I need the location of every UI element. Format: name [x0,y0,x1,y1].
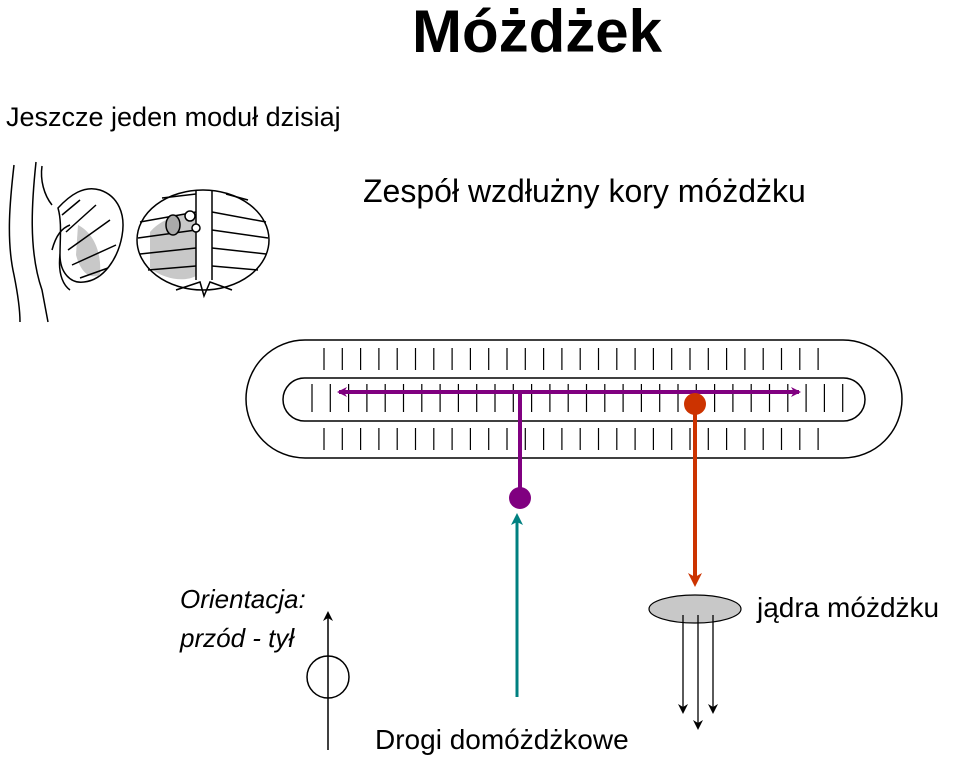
cerebellar-nuclei-label: jądra móżdżku [757,592,940,623]
diagram-heading: Zespół wzdłużny kory móżdżku [363,173,806,209]
cerebellum-sagittal-illustration [8,161,124,323]
orientation-circle [306,655,350,699]
cortex-inner-outline [282,377,866,422]
cortex-zone [245,339,903,459]
orientation-label: Orientacja: [180,584,306,614]
orientation-direction-label: przód - tył [180,623,295,653]
purple-neuron-body [509,487,531,509]
page-title: Móżdżek [412,0,663,65]
cerebellum-dorsal-illustration [136,189,270,299]
cerebellar-nuclei-ellipse [648,594,742,624]
purkinje-cell-ticks [311,348,844,450]
afferent-pathways-label: Drogi domóżdżkowe [375,724,629,755]
subtitle: Jeszcze jeden moduł dzisiaj [6,102,341,132]
